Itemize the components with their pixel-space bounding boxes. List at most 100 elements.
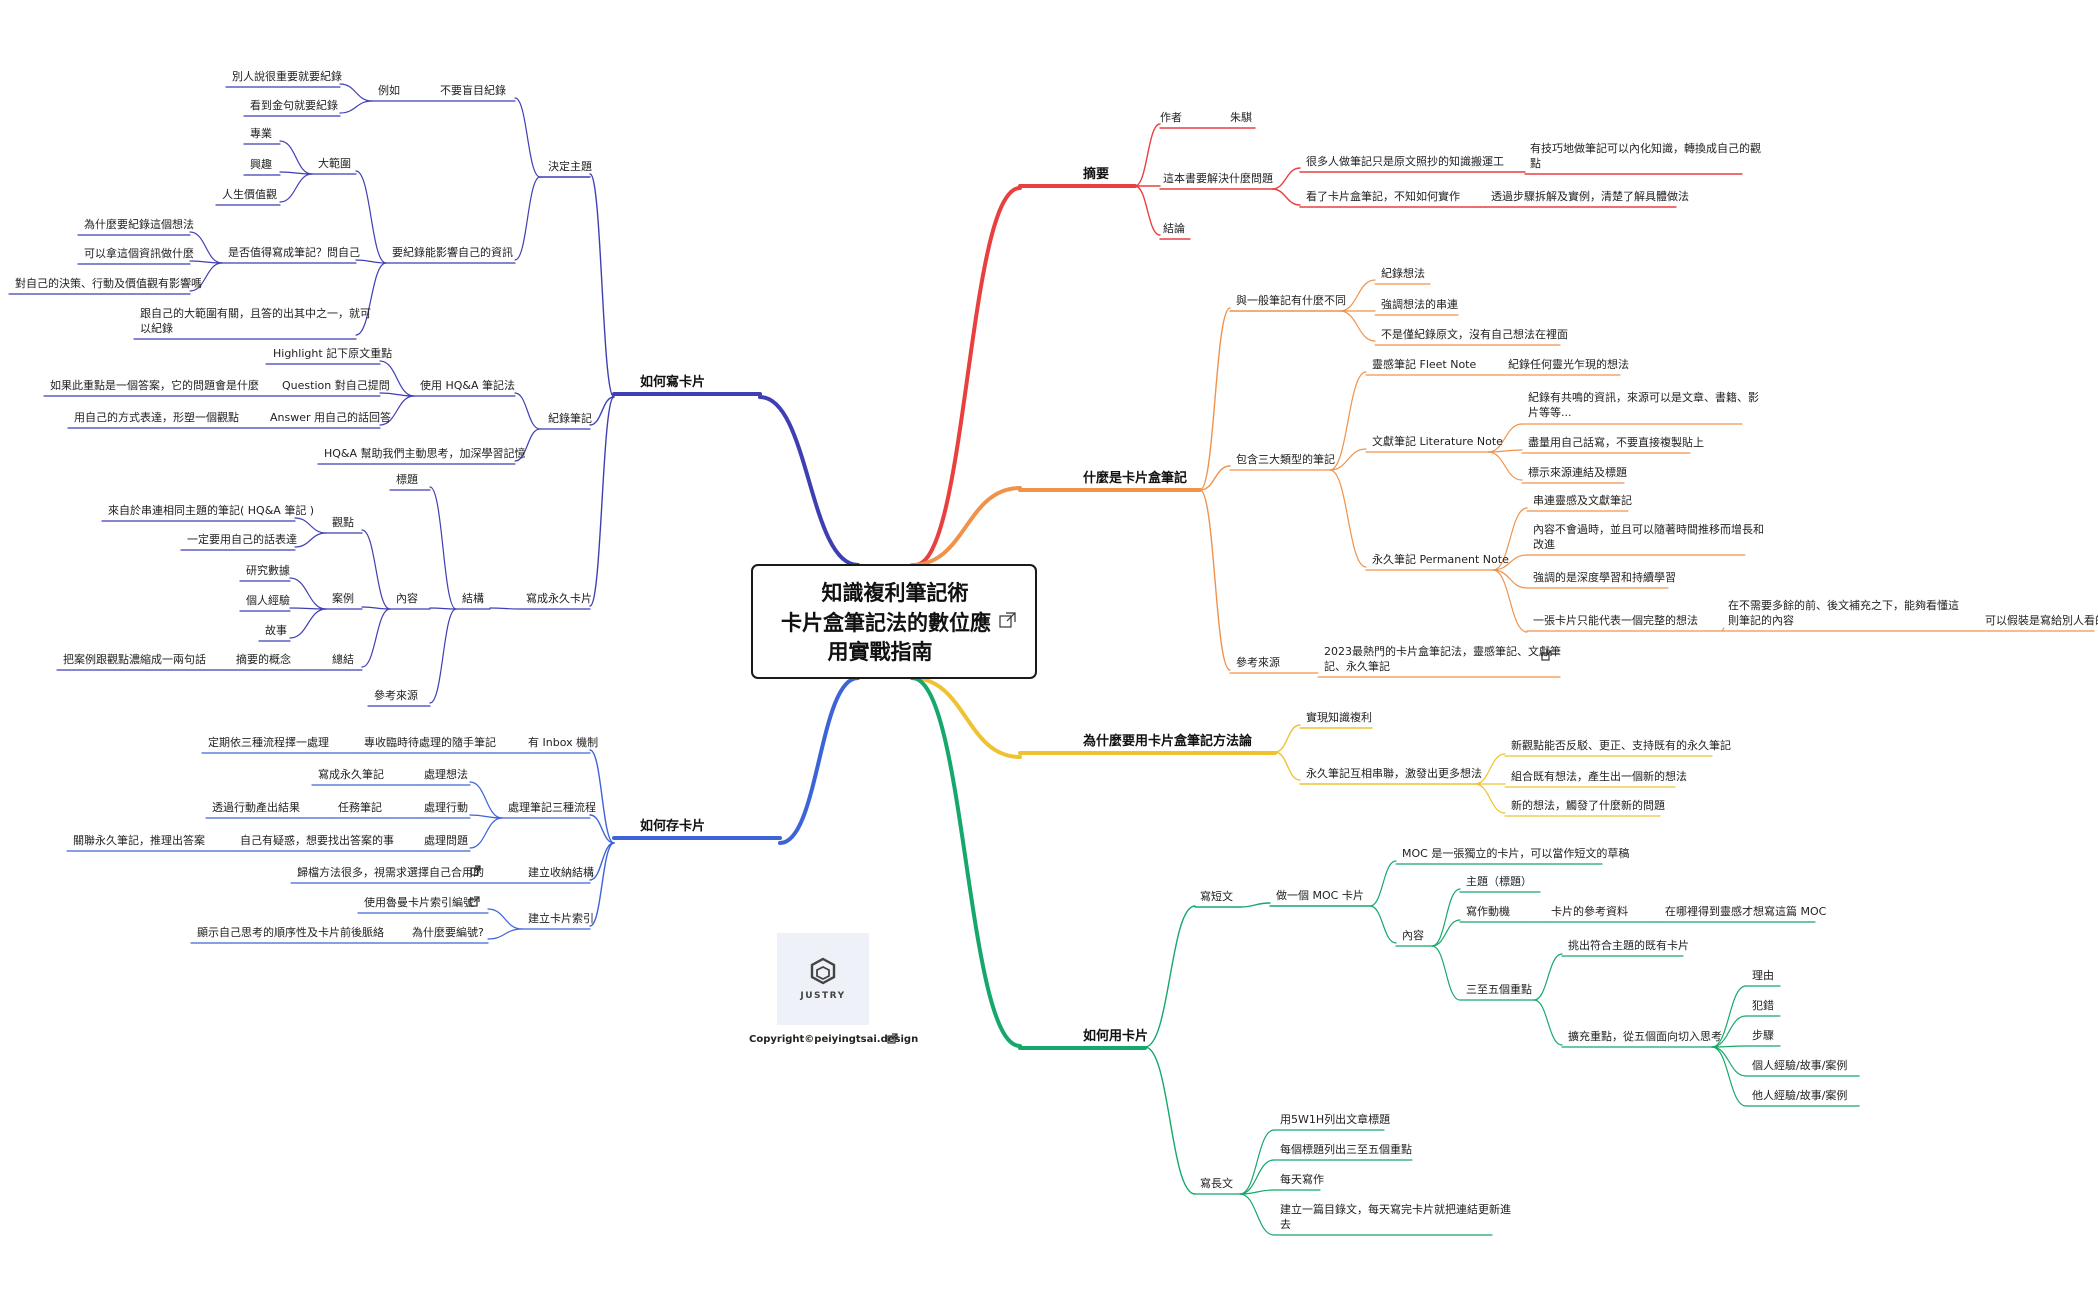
branches-use-keys1[interactable]: 挑出符合主題的既有卡片	[1568, 938, 1689, 952]
branches-write-hqa[interactable]: 使用 HQ&A 筆記法	[420, 378, 515, 392]
branches-store-f3a[interactable]: 自己有疑惑，想要找出答案的事	[240, 833, 394, 847]
branches-what-ref[interactable]: 參考來源	[1236, 655, 1280, 669]
branches-store-f1a[interactable]: 寫成永久筆記	[318, 767, 384, 781]
branches-summary-p2a[interactable]: 透過步驟拆解及實例，清楚了解具體做法	[1491, 189, 1689, 203]
branches-write-c1[interactable]: 研究數據	[246, 563, 290, 577]
branches-write-case[interactable]: 案例	[332, 591, 354, 605]
branches-store-nest1[interactable]: 歸檔方法很多，視需求選擇自己合用的	[297, 865, 484, 879]
branches-write-broad2-1[interactable]: 跟自己的大範圍有關，且答的出其中之一，就可	[140, 306, 371, 320]
branches-use-l2[interactable]: 每個標題列出三至五個重點	[1280, 1142, 1412, 1156]
branches-write-qa[interactable]: 如果此重點是一個答案，它的問題會是什麼	[50, 378, 259, 392]
branches-what-perm4[interactable]: 一張卡片只能代表一個完整的想法	[1533, 613, 1698, 627]
branches-write-blind[interactable]: 不要盲目紀錄	[440, 83, 506, 97]
branches-use-l4-1[interactable]: 建立一篇目錄文，每天寫完卡片就把連結更新進	[1280, 1202, 1511, 1216]
branches-write-b3[interactable]: 人生價值觀	[222, 187, 277, 201]
branches-use-l3[interactable]: 每天寫作	[1280, 1172, 1324, 1186]
branches-write-sum2[interactable]: 把案例跟觀點濃縮成一兩句話	[63, 652, 206, 666]
branches-write-c3[interactable]: 故事	[265, 623, 287, 637]
branches-what-ref1-2[interactable]: 記、永久筆記	[1324, 659, 1390, 673]
branches-summary-author[interactable]: 作者	[1160, 111, 1182, 124]
branches-write-label[interactable]: 如何寫卡片	[640, 374, 705, 390]
branches-why-w2a[interactable]: 新觀點能否反駁、更正、支持既有的永久筆記	[1511, 738, 1731, 752]
branches-store-f2b[interactable]: 透過行動產出結果	[212, 800, 300, 814]
branches-use-motive[interactable]: 寫作動機	[1466, 904, 1510, 918]
branches-write-worth[interactable]: 是否值得寫成筆記？問自己	[228, 245, 360, 259]
branches-what-lit3[interactable]: 標示來源連結及標題	[1528, 465, 1627, 479]
branches-use-l1[interactable]: 用5W1H列出文章標題	[1280, 1112, 1390, 1126]
branches-write-h[interactable]: Highlight 記下原文重點	[273, 346, 392, 360]
branches-store-f3[interactable]: 處理問題	[424, 833, 468, 847]
branches-write-title[interactable]: 標題	[396, 472, 418, 486]
copyright-link-icon[interactable]	[887, 1033, 898, 1044]
branches-store-label[interactable]: 如何存卡片	[640, 818, 705, 834]
branches-what-lit2[interactable]: 盡量用自己話寫，不要直接複製貼上	[1528, 435, 1704, 449]
branches-write-v1[interactable]: 來自於串連相同主題的筆記( HQ&A 筆記 )	[108, 503, 314, 517]
branches-what-fleet[interactable]: 靈感筆記 Fleet Note	[1372, 357, 1476, 371]
branches-use-keys[interactable]: 三至五個重點	[1466, 982, 1532, 996]
branches-what-lit1-2[interactable]: 片等等...	[1528, 405, 1572, 419]
branches-write-sum1[interactable]: 摘要的概念	[236, 652, 291, 666]
branches-write-c2[interactable]: 個人經驗	[246, 593, 290, 607]
branches-summary-problem[interactable]: 這本書要解決什麼問題	[1163, 171, 1273, 185]
branches-write-q2[interactable]: 可以拿這個資訊做什麼	[84, 246, 194, 260]
branches-summary-p2[interactable]: 看了卡片盒筆記，不知如何實作	[1306, 189, 1460, 203]
external-link-icon[interactable]	[999, 612, 1016, 628]
branches-what-fleet1[interactable]: 紀錄任何靈光乍現的想法	[1508, 357, 1629, 371]
branches-what-perm4b[interactable]: 可以假裝是寫給別人看的	[1985, 613, 2098, 627]
branches-summary-label[interactable]: 摘要	[1083, 166, 1109, 182]
branches-use-long[interactable]: 寫長文	[1200, 1176, 1233, 1190]
branches-store-idx3[interactable]: 顯示自己思考的順序性及卡片前後脈絡	[197, 925, 384, 939]
branches-what-perm[interactable]: 永久筆記 Permanent Note	[1372, 552, 1509, 566]
branches-why-label[interactable]: 為什麼要用卡片盒筆記方法論	[1083, 733, 1253, 749]
branches-what-ref1-1[interactable]: 2023最熱門的卡片盒筆記法，靈感筆記、文獻筆	[1324, 644, 1561, 658]
branches-what-diff[interactable]: 與一般筆記有什麼不同	[1236, 293, 1346, 307]
branches-why-w2[interactable]: 永久筆記互相串聯，激發出更多想法	[1306, 766, 1482, 780]
branches-what-perm2-2[interactable]: 改進	[1533, 537, 1555, 551]
branches-why-w1[interactable]: 實現知識複利	[1306, 710, 1372, 724]
branches-what-perm2-1[interactable]: 內容不會過時，並且可以隨著時間推移而增長和	[1533, 522, 1764, 536]
branches-write-struct[interactable]: 結構	[462, 591, 484, 605]
branches-write-v2[interactable]: 一定要用自己的話表達	[187, 532, 297, 546]
branches-what-label[interactable]: 什麼是卡片盒筆記	[1083, 470, 1187, 486]
branches-write-influence[interactable]: 要紀錄能影響自己的資訊	[392, 245, 513, 259]
branches-use-moc1[interactable]: MOC 是一張獨立的卡片，可以當作短文的草稿	[1402, 846, 1629, 860]
branches-use-topic[interactable]: 主題（標題）	[1466, 874, 1532, 888]
branches-write-ref[interactable]: 參考來源	[374, 688, 418, 702]
branches-write-b2[interactable]: 興趣	[250, 157, 272, 171]
branches-write-sum[interactable]: 總結	[332, 652, 354, 666]
branches-write-eg[interactable]: 例如	[378, 83, 400, 97]
branches-store-index[interactable]: 建立卡片索引	[528, 911, 594, 925]
branches-store-inbox[interactable]: 有 Inbox 機制	[528, 735, 598, 749]
branches-use-k2[interactable]: 犯錯	[1752, 998, 1774, 1012]
branches-store-inbox2[interactable]: 定期依三種流程擇一處理	[208, 735, 329, 749]
branches-use-label[interactable]: 如何用卡片	[1083, 1028, 1148, 1044]
branches-store-idx2[interactable]: 為什麼要編號?	[412, 925, 484, 939]
branches-what-perm4a-1[interactable]: 在不需要多餘的前、後文補充之下，能夠看懂這	[1728, 598, 1959, 612]
branches-what-d1[interactable]: 紀錄想法	[1381, 266, 1425, 280]
branches-write-record[interactable]: 紀錄筆記	[548, 411, 592, 425]
branches-write-aa[interactable]: 用自己的方式表達，形塑一個觀點	[74, 410, 239, 424]
branches-store-f1[interactable]: 處理想法	[424, 767, 468, 781]
branches-store-f3b[interactable]: 關聯永久筆記，推理出答案	[73, 833, 205, 847]
branches-what-lit[interactable]: 文獻筆記 Literature Note	[1372, 434, 1503, 448]
branches-summary-p1a-1[interactable]: 有技巧地做筆記可以內化知識，轉換成自己的觀	[1530, 141, 1761, 155]
ref-link-icon[interactable]	[1541, 650, 1552, 661]
branches-write-q1[interactable]: 為什麼要紀錄這個想法	[84, 217, 194, 231]
branches-write-hqa2[interactable]: HQ&A 幫助我們主動思考，加深學習記憶	[324, 446, 526, 460]
branches-store-f2a[interactable]: 任務筆記	[338, 800, 382, 814]
branches-what-perm3[interactable]: 強調的是深度學習和持續學習	[1533, 570, 1676, 584]
branches-use-keys2[interactable]: 擴充重點，從五個面向切入思考	[1568, 1029, 1722, 1043]
branches-use-motive2[interactable]: 在哪裡得到靈感才想寫這篇 MOC	[1665, 904, 1827, 918]
branches-what-d2[interactable]: 強調想法的串連	[1381, 297, 1458, 311]
branches-store-flow[interactable]: 處理筆記三種流程	[508, 800, 596, 814]
branches-store-inbox1[interactable]: 專收臨時待處理的隨手筆記	[364, 735, 496, 749]
branches-summary-conclusion[interactable]: 結論	[1163, 221, 1185, 235]
branches-use-k3[interactable]: 步驟	[1752, 1029, 1774, 1042]
branches-write-content[interactable]: 內容	[396, 591, 418, 605]
branches-use-k1[interactable]: 理由	[1752, 968, 1774, 982]
branches-summary-author-name[interactable]: 朱騏	[1230, 111, 1252, 124]
index-link-icon[interactable]	[469, 896, 480, 907]
branches-use-k5[interactable]: 他人經驗/故事/案例	[1752, 1088, 1847, 1102]
branches-what-d3[interactable]: 不是僅紀錄原文，沒有自己想法在裡面	[1381, 327, 1568, 341]
branches-what-types[interactable]: 包含三大類型的筆記	[1236, 452, 1335, 466]
